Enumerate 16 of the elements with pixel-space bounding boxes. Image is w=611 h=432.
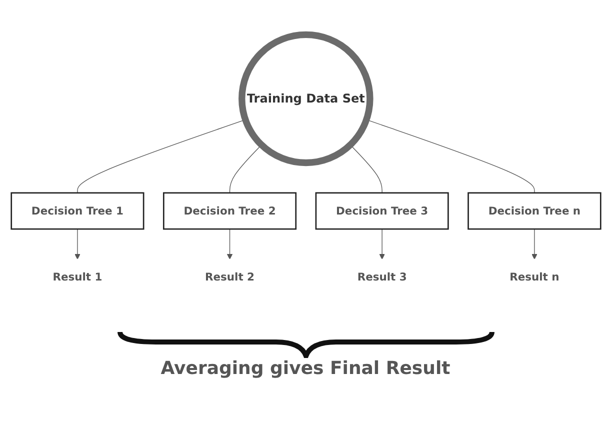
node-box: Decision Tree 1 (10, 192, 144, 230)
node-text: Result 2 (204, 270, 254, 284)
node-text: Result 3 (356, 270, 406, 284)
summary-text: Averaging gives Final Result (160, 358, 450, 379)
arrow (378, 228, 384, 260)
arrow (531, 228, 537, 260)
node-text: Result 1 (52, 270, 102, 284)
node-box: Decision Tree 3 (314, 192, 448, 230)
node-text: Result n (509, 270, 559, 284)
node-circle: Training Data Set (238, 31, 373, 166)
arrow (74, 228, 80, 260)
connector (350, 144, 382, 194)
node-box: Decision Tree 2 (162, 192, 296, 230)
arrow (226, 228, 232, 260)
node-box: Decision Tree n (467, 192, 601, 230)
connector (228, 144, 262, 194)
